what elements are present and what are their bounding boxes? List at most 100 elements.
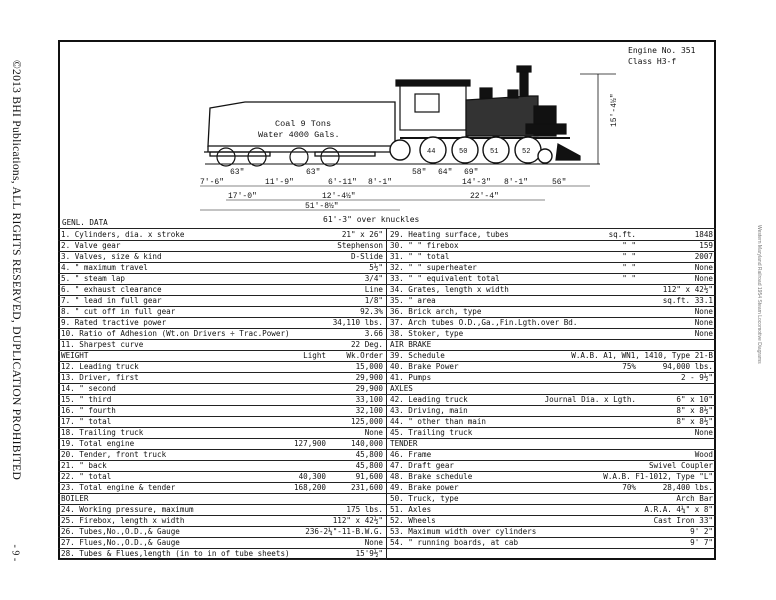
dimension-label: 69" <box>464 168 478 177</box>
row-rule <box>58 427 386 428</box>
margin-caption: Western Maryland Railroad 1954 Steam Loc… <box>756 225 762 364</box>
row-rule <box>58 240 386 241</box>
row-value: Cast Iron 33" <box>653 516 713 525</box>
dimension-label: 8'-1" <box>368 178 392 187</box>
dimension-label: 63" <box>230 168 244 177</box>
row-mid-value: 40,300 <box>298 472 326 481</box>
row-rule <box>58 306 386 307</box>
row-label: 50. Truck, type <box>390 494 459 503</box>
row-mid-value: Journal Dia. x Lgth. <box>544 395 636 404</box>
row-rule <box>387 427 716 428</box>
row-value: 1/8" <box>364 296 383 305</box>
row-rule <box>387 449 716 450</box>
dimension-label: 11'-9" <box>265 178 294 187</box>
table-row: 32. " " superheater" "None <box>387 263 716 273</box>
row-rule <box>387 548 716 549</box>
row-label: 14. " second <box>61 384 116 393</box>
row-value: Stephenson <box>337 241 383 250</box>
row-rule <box>387 328 716 329</box>
row-label: 15. " third <box>61 395 112 404</box>
row-rule <box>58 537 386 538</box>
row-rule <box>387 295 716 296</box>
table-row: 30. " " firebox" "159 <box>387 241 716 251</box>
diagram-sheet <box>58 40 716 560</box>
table-row: 22. " total 40,300 91,600 <box>58 472 386 482</box>
row-value: 34,110 lbs. <box>332 318 383 327</box>
row-rule <box>58 548 386 549</box>
row-value: Line <box>364 285 383 294</box>
driver-wheels <box>389 136 553 164</box>
row-label: 31. " " total <box>390 252 450 261</box>
dimension-label: 12'-4½" <box>322 192 356 201</box>
row-rule <box>58 394 386 395</box>
row-label: 54. " running boards, at cab <box>390 538 519 547</box>
row-rule <box>58 317 386 318</box>
row-label: 22. " total <box>61 472 112 481</box>
row-mid-value: " " <box>622 241 636 250</box>
row-label: 39. Schedule <box>390 351 445 360</box>
row-label: 27. Flues,No.,O.D.,& Gauge <box>61 538 180 547</box>
table-row: AIR BRAKE <box>387 340 716 350</box>
row-value: None <box>694 307 713 316</box>
row-value: 236-2¼"-11-B.W.G. <box>305 527 383 536</box>
row-label: 25. Firebox, length x width <box>61 516 185 525</box>
row-rule <box>58 361 386 362</box>
row-label: 52. Wheels <box>390 516 436 525</box>
row-label: 26. Tubes,No.,O.D.,& Gauge <box>61 527 180 536</box>
row-mid-value: " " <box>622 263 636 272</box>
row-value: 175 lbs. <box>346 505 383 514</box>
row-value: None <box>364 428 383 437</box>
row-rule <box>58 328 386 329</box>
row-value: 29,900 <box>355 373 383 382</box>
row-rule <box>387 361 716 362</box>
row-value: 159 <box>699 241 713 250</box>
table-row: 33. " " equivalent total" "None <box>387 274 716 284</box>
row-rule <box>58 350 386 351</box>
row-label: 33. " " equivalent total <box>390 274 500 283</box>
row-value: 5½" <box>369 263 383 272</box>
row-mid-value: 75% <box>622 362 636 371</box>
row-value: None <box>694 428 713 437</box>
page-number: - 9 - <box>9 544 21 562</box>
driver-label: 44 <box>427 148 435 156</box>
row-label: 20. Tender, front truck <box>61 450 167 459</box>
row-value: None <box>364 538 383 547</box>
row-rule <box>387 526 716 527</box>
tender-water: Water 4000 Gals. <box>258 130 340 140</box>
height-dimension <box>580 73 616 164</box>
row-label: 49. Brake power <box>390 483 459 492</box>
row-rule <box>58 559 386 560</box>
row-label: 3. Valves, size & kind <box>61 252 162 261</box>
over-knuckles: 61'-3" over knuckles <box>323 215 420 224</box>
row-value: 91,600 <box>355 472 383 481</box>
row-rule <box>387 306 716 307</box>
tender-wheels <box>216 147 340 167</box>
dimension-label: 51'-8½" <box>305 202 339 211</box>
row-value: 45,800 <box>355 461 383 470</box>
row-label: 37. Arch tubes O.D.,Ga.,Fin.Lgth.over Bd… <box>390 318 578 327</box>
dimension-lines <box>200 185 590 211</box>
row-rule <box>387 350 716 351</box>
row-value: Wood <box>694 450 713 459</box>
row-label: TENDER <box>390 439 418 448</box>
row-value: 22 Deg. <box>350 340 383 349</box>
row-value: 1848 <box>694 230 713 239</box>
row-rule <box>58 284 386 285</box>
row-label: 23. Total engine & tender <box>61 483 176 492</box>
row-label: 44. " other than main <box>390 417 487 426</box>
